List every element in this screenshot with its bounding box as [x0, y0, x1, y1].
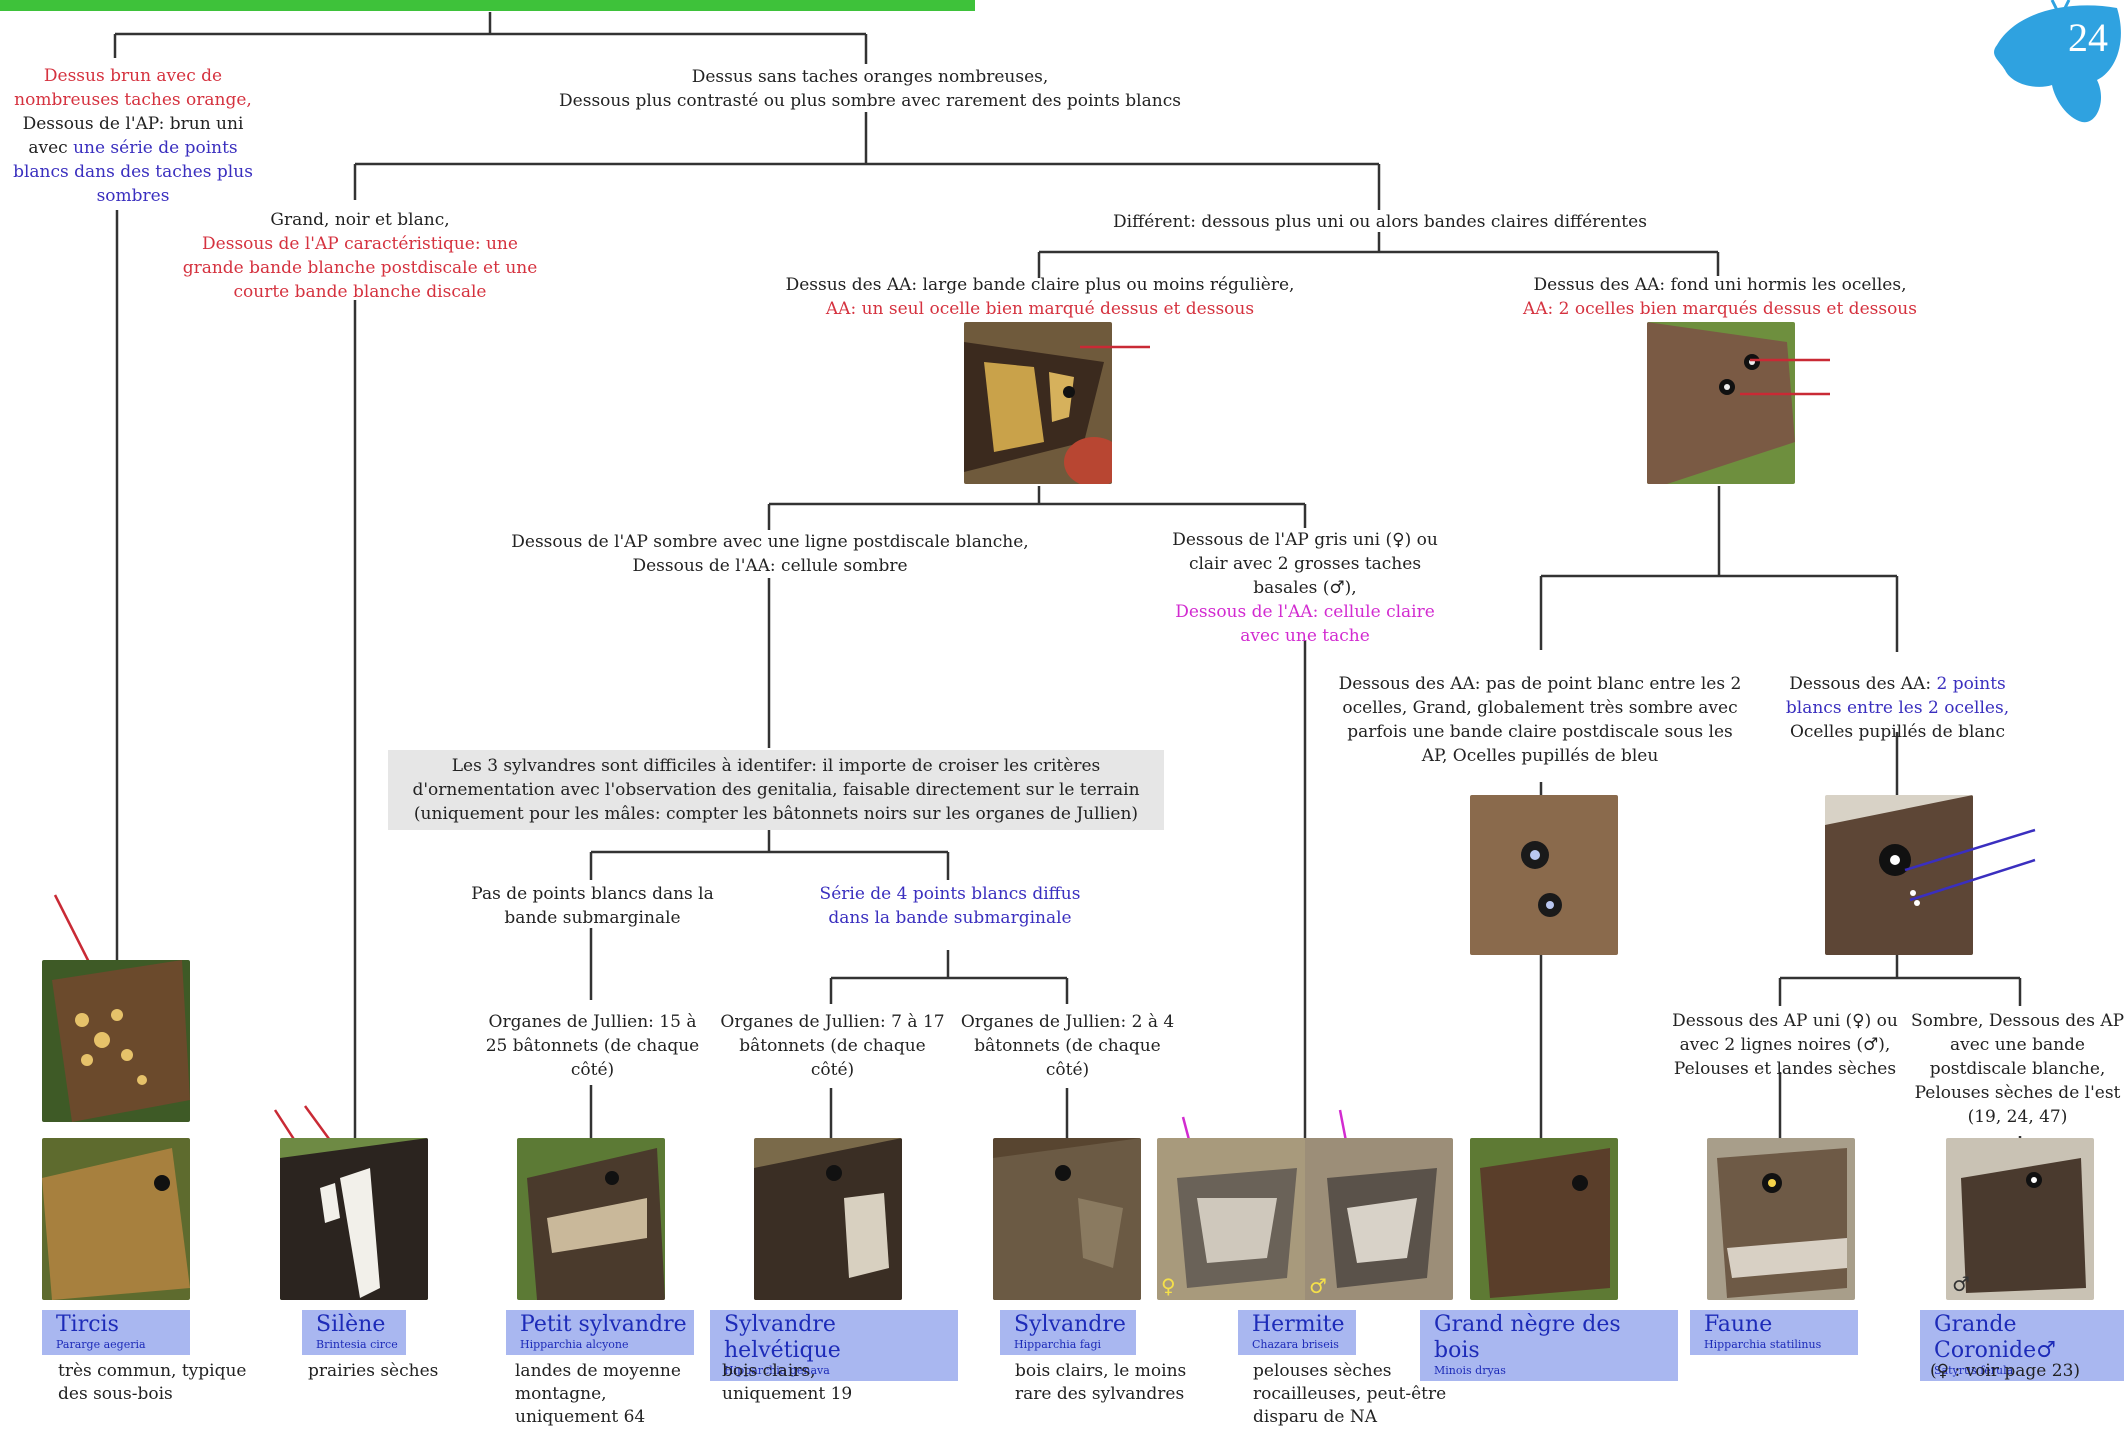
faune-key: Dessous des AP uni (♀) ou avec 2 lignes … — [1672, 1011, 1898, 1079]
hermite-photo: ♀ ♂ — [1157, 1138, 1453, 1300]
butterfly-icon — [1994, 0, 2121, 123]
male-symbol: ♂ — [1309, 1274, 1327, 1298]
species-desc-sylvandre-helvetique: bois clairs, uniquement 19 — [722, 1361, 853, 1404]
two-ocelles-photo — [1647, 322, 1795, 484]
grand-negre-photo — [1470, 1138, 1618, 1300]
species-desc-petit-sylvandre: landes de moyenne montagne, uniquement 6… — [515, 1361, 681, 1427]
sylvandres-note: Les 3 sylvandres sont difficiles à ident… — [388, 750, 1164, 830]
faune-photo — [1707, 1138, 1855, 1300]
species-desc-hermite: pelouses sèches rocailleuses, peut-être … — [1253, 1361, 1447, 1427]
sombre-ligne-key: Dessous de l'AP sombre avec une ligne po… — [511, 532, 1029, 576]
species-name-grande-coronide: Grande Coronide♂Satyrus ferula — [1920, 1310, 2124, 1381]
organs-2-4: Organes de Jullien: 2 à 4 bâtonnets (de … — [960, 1012, 1175, 1080]
one-ocelle-photo — [964, 322, 1112, 484]
grande-coronide-photo: ♂ — [1946, 1138, 2094, 1300]
petit-sylvandre-photo — [517, 1138, 665, 1300]
silene-key: Grand, noir et blanc, Dessous de l'AP ca… — [182, 210, 538, 302]
species-desc-sylvandre: bois clairs, le moins rare des sylvandre… — [1015, 1361, 1187, 1404]
sylvandre-photo — [993, 1138, 1141, 1300]
sylvandre-helvetique-photo — [754, 1138, 902, 1300]
organs-15-25: Organes de Jullien: 15 à 25 bâtonnets (d… — [485, 1012, 700, 1080]
one-ocelle-key: Dessus des AA: large bande claire plus o… — [785, 275, 1295, 319]
four-points-key: Série de 4 points blancs diffus dans la … — [819, 884, 1081, 928]
no-white-point-photo — [1470, 795, 1618, 955]
no-points-key: Pas de points blancs dans la bande subma… — [471, 884, 714, 928]
tircis-photo — [42, 1138, 190, 1300]
tircis-key: Dessus brun avec de nombreuses taches or… — [13, 66, 253, 206]
header-band — [0, 0, 975, 11]
species-desc-silene: prairies sèches — [308, 1361, 439, 1381]
species-desc-tircis: très commun, typique des sous-bois — [58, 1361, 247, 1404]
female-symbol: ♀ — [1161, 1274, 1176, 1298]
male-symbol: ♂ — [1952, 1272, 1970, 1296]
two-white-points-photo — [1825, 795, 1973, 955]
no-white-point-key: Dessous des AA: pas de point blanc entre… — [1338, 674, 1742, 766]
coronide-key: Sombre, Dessous des AP avec une bande po… — [1910, 1011, 2125, 1127]
species-desc-grande-coronide: (♀ : voir page 23) — [1930, 1361, 2081, 1381]
two-white-points-key: Dessous des AA: 2 points blancs entre le… — [1785, 674, 2010, 742]
two-ocelles-key: Dessus des AA: fond uni hormis les ocell… — [1523, 275, 1917, 319]
silene-photo — [280, 1138, 428, 1300]
page-number: 24 — [2068, 15, 2108, 60]
tircis-upper-photo — [42, 960, 190, 1122]
different-key: Différent: dessous plus uni ou alors ban… — [1113, 212, 1647, 232]
organs-7-17: Organes de Jullien: 7 à 17 bâtonnets (de… — [720, 1012, 945, 1080]
no-orange-key: Dessus sans taches oranges nombreuses, D… — [559, 67, 1181, 111]
gris-uni-key: Dessous de l'AP gris uni (♀) ou clair av… — [1172, 530, 1438, 646]
